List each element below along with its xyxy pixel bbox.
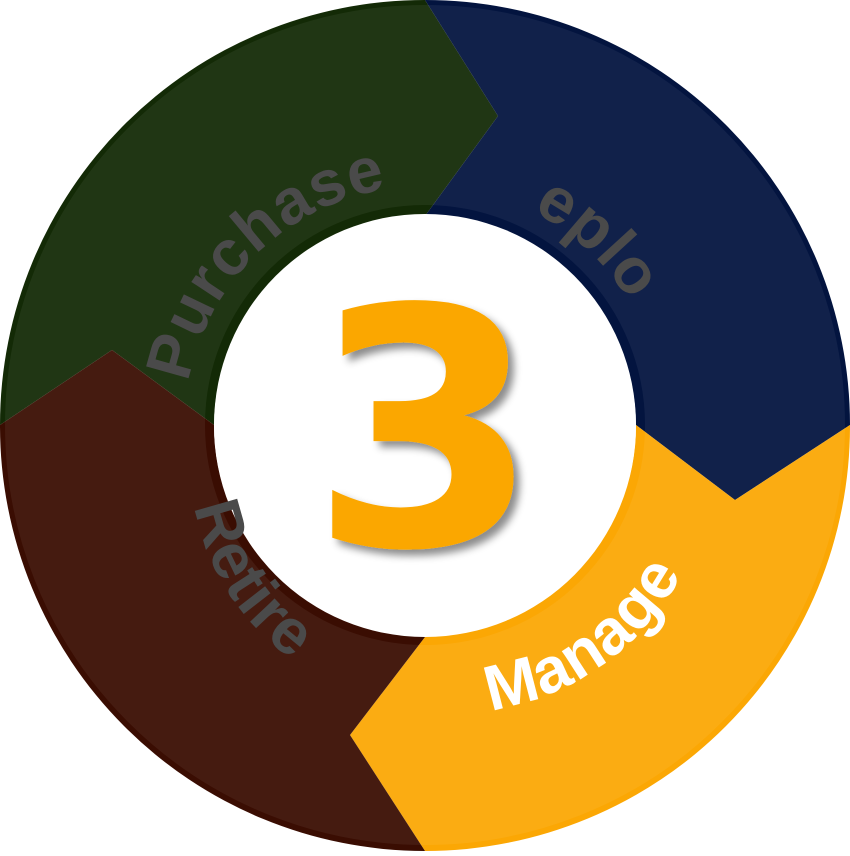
- segment-retire[interactable]: [0, 350, 425, 851]
- step-number: 3: [310, 239, 540, 623]
- segment-deploy[interactable]: [425, 0, 850, 500]
- center-disc: [214, 214, 636, 636]
- segment-manage[interactable]: [350, 425, 850, 851]
- segment-purchase[interactable]: [0, 0, 498, 425]
- inner-highlight-ring: [5, 5, 845, 845]
